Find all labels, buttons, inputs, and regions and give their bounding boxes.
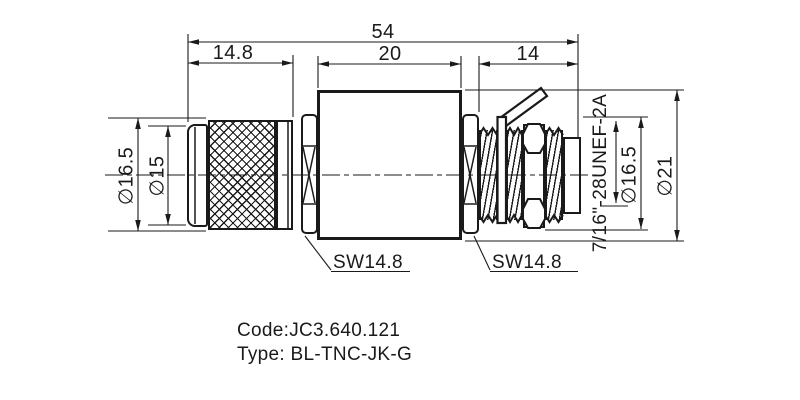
nut-facets: [522, 123, 546, 229]
part-type: Type: BL-TNC-JK-G: [237, 344, 413, 365]
dim-wrench-size-right: SW14.8: [492, 252, 562, 273]
arrowhead: [638, 117, 644, 128]
dim-body-diameter: ∅21: [654, 155, 677, 197]
arrowhead: [567, 39, 578, 45]
arrowhead: [135, 118, 141, 129]
dim-thread-spec: 7/16"-28UNEF-2A: [590, 93, 611, 253]
dim-left-inner-diameter: ∅15: [146, 155, 169, 197]
extension-lines: [108, 34, 684, 242]
dim-body-length: 20: [378, 43, 402, 65]
dim-right-length: 14: [516, 43, 540, 65]
dim-left-outer-diameter: ∅16.5: [115, 146, 138, 206]
dim-wrench-size-left: SW14.8: [333, 252, 403, 273]
part-code: Code:JC3.640.121: [237, 320, 401, 341]
connector-body: [317, 90, 462, 240]
arrowhead: [188, 39, 199, 45]
arrowhead: [135, 220, 141, 231]
arrowhead: [613, 121, 619, 132]
feature-lines: [194, 122, 477, 228]
thread-crests: [478, 125, 564, 225]
arrowhead: [318, 61, 329, 67]
arrowhead: [165, 126, 171, 137]
arrowhead: [674, 230, 680, 241]
dim-left-length: 14.8: [212, 42, 254, 64]
arrowhead: [165, 214, 171, 225]
arrowhead: [479, 61, 490, 67]
arrowhead: [613, 192, 619, 203]
arrowhead: [282, 60, 293, 66]
leader-lines: [304, 235, 578, 273]
arrowhead: [638, 218, 644, 229]
dim-right-diameter: ∅16.5: [618, 145, 641, 205]
arrowhead: [674, 90, 680, 101]
arrowhead: [450, 61, 461, 67]
arrowhead: [567, 61, 578, 67]
dim-overall-length: 54: [371, 21, 395, 43]
solder-lug: [496, 86, 549, 225]
arrowheads: [135, 39, 680, 241]
arrowhead: [188, 60, 199, 66]
dimension-lines: [137, 41, 678, 241]
solder-lug-strip: [496, 115, 508, 225]
